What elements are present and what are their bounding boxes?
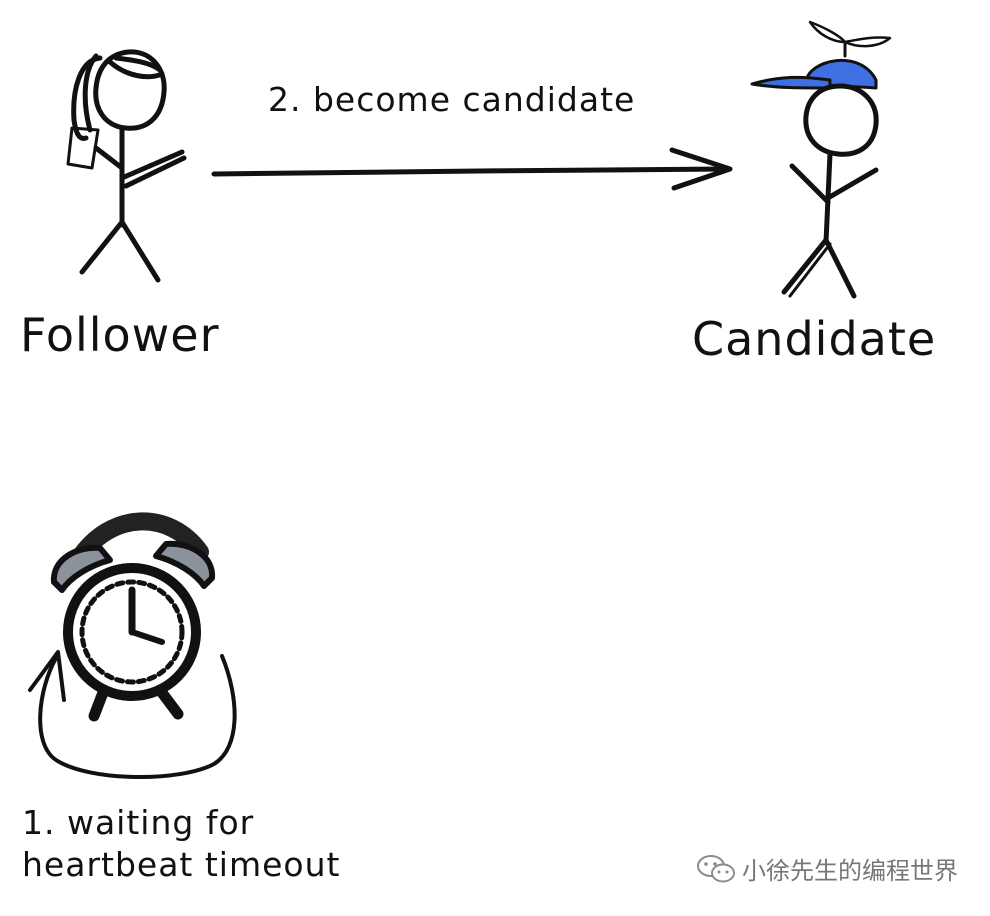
timeout-loop-arrow [28, 650, 237, 780]
candidate-figure [750, 20, 892, 299]
candidate-label: Candidate [692, 312, 937, 366]
become-candidate-arrow [211, 147, 733, 191]
alarm-clock-icon [50, 512, 216, 722]
timer-note-line2: for [205, 803, 255, 842]
timer-note-line1: 1. waiting [22, 803, 195, 842]
wechat-icon [696, 854, 736, 884]
follower-figure [66, 49, 187, 283]
watermark-text: 小徐先生的编程世界 [742, 857, 958, 885]
timer-note: 1. waiting for heartbeat timeout [22, 802, 340, 886]
watermark: 小徐先生的编程世界 [696, 851, 958, 886]
edge-label-become-candidate: 2. become candidate [268, 80, 636, 119]
timer-note-line3: heartbeat timeout [22, 845, 341, 884]
follower-label: Follower [20, 308, 220, 362]
